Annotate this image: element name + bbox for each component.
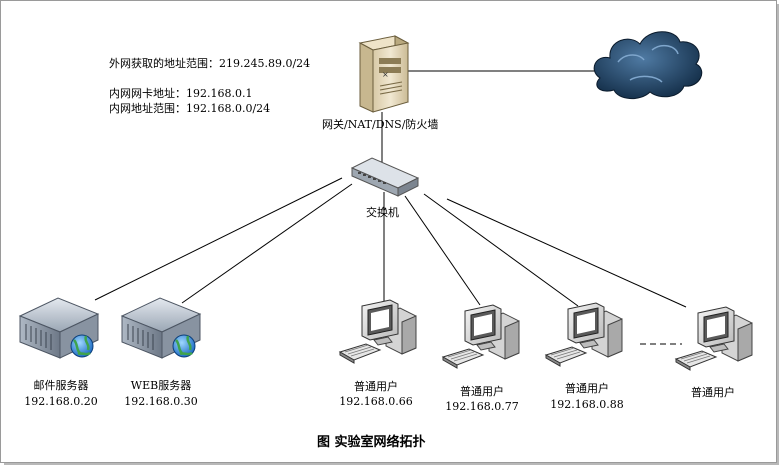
user-2-ip: 192.168.0.77 (445, 400, 519, 413)
link-switch-user2 (404, 195, 481, 306)
connection-lines (94, 70, 687, 345)
mail-server-name: 邮件服务器 (33, 379, 89, 392)
link-switch-mail (94, 177, 343, 301)
user-3-name: 普通用户 (565, 382, 609, 395)
link-switch-web (181, 183, 353, 304)
user-1-name: 普通用户 (354, 380, 398, 393)
workstations (338, 299, 753, 371)
link-switch-user3 (423, 193, 579, 307)
user-3-ip: 192.168.0.88 (550, 398, 624, 411)
link-switch-user4 (446, 198, 687, 308)
user-1-ip: 192.168.0.66 (339, 395, 413, 408)
workstation-icon (338, 299, 417, 364)
mail-server-ip: 192.168.0.20 (24, 395, 98, 408)
external-range-label: 外网获取的地址范围：219.245.89.0/24 (109, 57, 311, 70)
workstation-icon (441, 304, 520, 369)
cloud-icon (593, 31, 703, 99)
gateway-label: 网关/NAT/DNS/防火墙 (322, 118, 439, 131)
lan-nic-label: 内网网卡地址：192.168.0.1 (109, 87, 253, 100)
web-server-icon (120, 297, 202, 359)
globe-icon (172, 334, 196, 358)
server-tower-icon: × (358, 35, 410, 113)
user-4-name: 普通用户 (691, 386, 735, 399)
workstation-icon (544, 302, 623, 367)
web-server-name: WEB服务器 (130, 379, 192, 392)
switch-label: 交换机 (366, 206, 399, 219)
user-2-name: 普通用户 (460, 385, 504, 398)
globe-icon (70, 334, 94, 358)
svg-text:×: × (382, 70, 389, 79)
switch-icon (350, 157, 420, 197)
diagram-caption: 图 实验室网络拓扑 (317, 435, 426, 450)
lan-range-label: 内网地址范围：192.168.0.0/24 (109, 102, 271, 115)
web-server-ip: 192.168.0.30 (124, 395, 198, 408)
workstation-icon (674, 306, 753, 371)
mail-server-icon (18, 297, 100, 359)
